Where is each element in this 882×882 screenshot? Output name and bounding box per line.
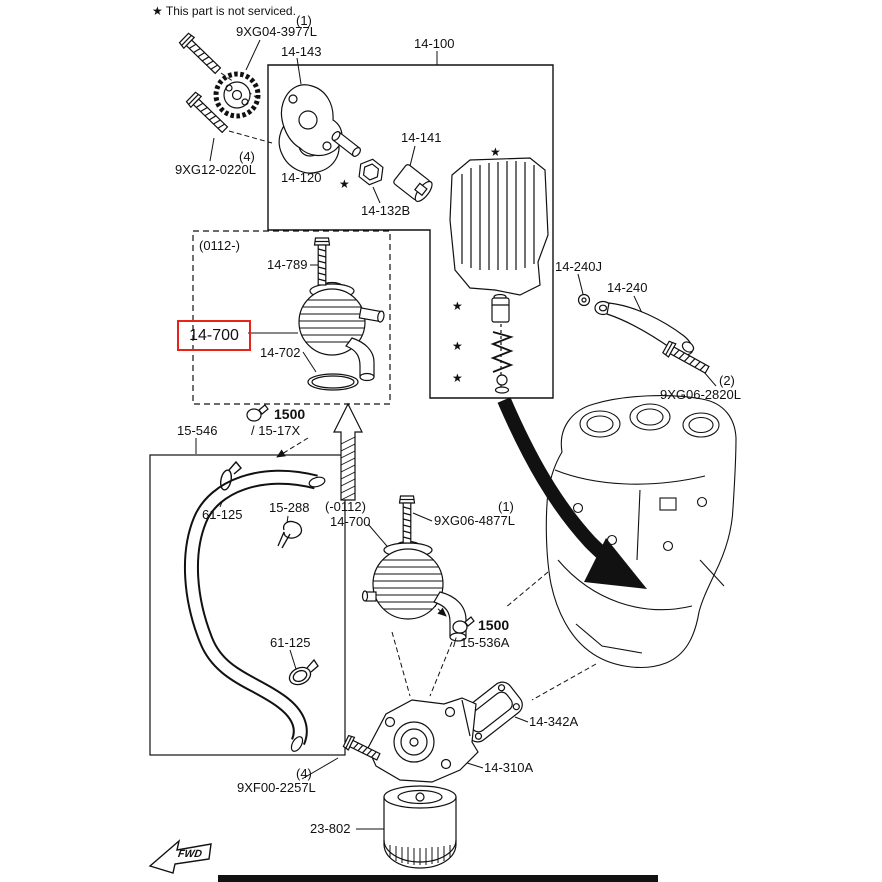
part-label-14-310a[interactable]: 14-310A	[484, 760, 534, 775]
highlight-box-14-700: 14-700	[177, 320, 251, 351]
star-icon: ★	[490, 145, 501, 159]
bolt-14-789	[313, 237, 331, 286]
oil-pump-14-310a	[367, 697, 479, 783]
part-label-14-100[interactable]: 14-100	[414, 36, 455, 51]
qty-9xg06-2820: (2)	[719, 373, 735, 388]
relief-valve-parts	[490, 293, 514, 394]
star-icon: ★	[452, 339, 463, 353]
part-label-9xf00-2257l[interactable]: 9XF00-2257L	[237, 780, 316, 795]
location-arrow	[497, 397, 647, 589]
qty-9xf00: (4)	[296, 766, 312, 781]
shaft-parts-14-141-14-132b	[331, 131, 433, 203]
oil-cooler-late-14-700	[298, 281, 385, 391]
fwd-arrow-icon	[148, 839, 212, 874]
bottom-bar	[218, 875, 658, 882]
ref-label-1500-b[interactable]: 1500	[478, 617, 510, 633]
oil-pipe-14-240	[577, 293, 695, 356]
assembly-box-14-100	[267, 64, 554, 399]
part-label-61-125-upper[interactable]: 61-125	[202, 507, 243, 522]
clamp-icon-15-17x	[246, 404, 269, 422]
group-box-0112	[192, 230, 391, 405]
bolts-9xg12-and-9xg04	[178, 32, 231, 136]
part-label-14-132b[interactable]: 14-132B	[361, 203, 411, 218]
group-label-0112: (0112-)	[199, 238, 240, 253]
part-label-9xg04-3977l[interactable]: 9XG04-3977L	[236, 24, 317, 39]
part-label-14-702[interactable]: 14-702	[260, 345, 301, 360]
oil-filter-23-802	[383, 785, 457, 869]
engine-block-art	[545, 395, 737, 668]
part-label-14-342a[interactable]: 14-342A	[529, 714, 579, 729]
part-label-15-536a[interactable]: / 15-536A	[453, 635, 510, 650]
bolt-9xg06-4877	[398, 495, 416, 544]
star-icon: ★	[452, 299, 463, 313]
star-icon: ★	[452, 371, 463, 385]
part-label-14-789[interactable]: 14-789	[267, 257, 308, 272]
part-label-14-700-early[interactable]: 14-700	[330, 514, 371, 529]
fwd-label: FWD	[177, 848, 203, 860]
part-label-15-288[interactable]: 15-288	[269, 500, 310, 515]
part-label-9xg12-0220l[interactable]: 9XG12-0220L	[175, 162, 256, 177]
clip-15-288	[277, 520, 303, 549]
star-icon: ★	[339, 177, 350, 191]
part-label-15-17x[interactable]: / 15-17X	[251, 423, 301, 438]
oil-pump-housing	[449, 157, 549, 296]
hose-clamp-61-125-lower	[288, 658, 319, 686]
qty-9xg04: (1)	[296, 13, 312, 28]
up-arrow	[333, 402, 363, 501]
part-label-61-125-lower[interactable]: 61-125	[270, 635, 311, 650]
gear-sprocket-9xg04	[213, 71, 261, 119]
part-label-15-546[interactable]: 15-546	[177, 423, 218, 438]
group-label-neg-0112: (-0112)	[325, 499, 366, 514]
part-label-14-141[interactable]: 14-141	[401, 130, 442, 145]
oil-cooler-early-14-700	[361, 540, 467, 642]
part-label-9xg06-4877l[interactable]: 9XG06-4877L	[434, 513, 515, 528]
qty-9xg12: (4)	[239, 149, 255, 164]
not-serviced-note: ★ This part is not serviced.	[152, 4, 296, 18]
part-label-23-802[interactable]: 23-802	[310, 821, 351, 836]
part-label-14-700[interactable]: 14-700	[189, 326, 239, 344]
part-label-14-240j[interactable]: 14-240J	[555, 259, 602, 274]
part-label-14-143[interactable]: 14-143	[281, 44, 322, 59]
ref-label-1500-a[interactable]: 1500	[274, 406, 306, 422]
qty-9xg06-4877: (1)	[498, 499, 514, 514]
group-boxes	[149, 64, 554, 756]
hose-clamp-61-125-upper	[219, 460, 242, 491]
part-label-9xg06-2820l[interactable]: 9XG06-2820L	[660, 387, 741, 402]
hose-box-15-546	[149, 454, 346, 756]
part-label-14-120[interactable]: 14-120	[281, 170, 322, 185]
part-label-14-240[interactable]: 14-240	[607, 280, 648, 295]
water-hose-15-546	[183, 469, 326, 752]
